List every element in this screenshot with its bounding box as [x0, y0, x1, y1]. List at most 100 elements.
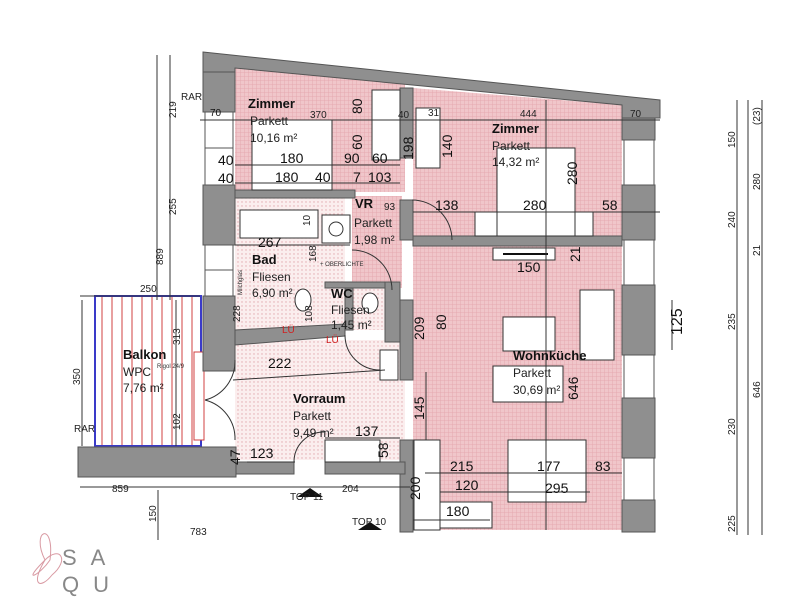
dim: 313 [172, 328, 183, 345]
dim: 60 [372, 150, 388, 166]
wc-floor-type: Fliesen [331, 303, 370, 317]
entrance-arrow-icon [297, 488, 323, 497]
zimmer2-floor-type: Parkett [492, 139, 531, 153]
dim: (23) [752, 107, 763, 125]
wc-name: WC [331, 286, 353, 301]
dim: 200 [407, 476, 423, 500]
vorraum-area: 9,49 m² [293, 426, 334, 440]
dim: 90 [344, 150, 360, 166]
dim: 150 [727, 131, 738, 148]
dim: 137 [355, 423, 379, 439]
dim: 108 [304, 305, 315, 322]
rar-label: RAR [74, 424, 95, 435]
dim: 230 [727, 418, 738, 435]
dim: 280 [564, 161, 580, 185]
dim: 250 [140, 284, 157, 295]
dim: 370 [310, 110, 327, 121]
dim: 255 [168, 198, 179, 215]
dim: 295 [545, 480, 569, 496]
dim: 145 [411, 396, 427, 420]
dim: 21 [567, 246, 583, 262]
dim: 267 [258, 234, 282, 250]
walls [77, 51, 661, 533]
dim: 40 [315, 169, 331, 185]
vr-area: 1,98 m² [354, 233, 395, 247]
dim: 103 [368, 169, 392, 185]
bad-floor-type: Fliesen [252, 270, 291, 284]
dim: 180 [446, 503, 470, 519]
zimmer2-area: 14,32 m² [492, 155, 539, 169]
dim: 783 [190, 527, 207, 538]
dim: 58 [602, 197, 618, 213]
dim: 125 [669, 308, 686, 335]
dim: 444 [520, 109, 537, 120]
dim: 80 [433, 314, 449, 330]
dim: 235 [727, 313, 738, 330]
dim: 889 [155, 248, 166, 265]
dim: 150 [148, 505, 159, 522]
dim: 93 [384, 202, 396, 213]
rigol-drain [193, 351, 205, 441]
dim: 60 [349, 134, 365, 150]
dim: 47 [227, 449, 243, 465]
dim: 180 [280, 150, 304, 166]
oberlichte-label: + OBERLICHTE [320, 262, 364, 268]
windows [204, 111, 655, 501]
dimension-labels: 70 370 80 60 40 40 180 180 40 90 60 7 10… [72, 98, 763, 538]
dim: 228 [232, 305, 243, 322]
dim: 204 [342, 484, 359, 495]
dim: 21 [752, 244, 763, 256]
dim: 31 [428, 108, 440, 119]
milchglas-label: Milchglas [238, 270, 244, 295]
dim: 646 [565, 376, 581, 400]
dim: 140 [439, 134, 455, 158]
lu-label: LÜ [282, 324, 295, 336]
bad-name: Bad [252, 252, 277, 267]
dim: 10 [302, 214, 313, 226]
annotations: RAR RAR TOP 11 TOP 10 LÜ LÜ + OBERLICHTE… [74, 92, 387, 530]
wc-area: 1,45 m² [331, 318, 372, 332]
dim: 180 [275, 169, 299, 185]
dim: 150 [517, 259, 541, 275]
dim: 280 [752, 173, 763, 190]
vr-floor [352, 196, 402, 288]
dim: 83 [595, 458, 611, 474]
vorraum-floor-type: Parkett [293, 409, 332, 423]
dim: 280 [523, 197, 547, 213]
logo-text: QU [62, 572, 123, 597]
logo-text: SA [62, 545, 119, 570]
entrance-arrow-icon [358, 522, 382, 530]
lu-label: LÜ [326, 334, 339, 346]
balkon-area: 7,76 m² [123, 381, 164, 395]
zimmer2-name: Zimmer [492, 121, 539, 136]
wohnkueche-area: 30,69 m² [513, 383, 560, 397]
dim: 58 [375, 442, 391, 458]
dim: 70 [630, 109, 642, 120]
dim: 138 [435, 197, 459, 213]
top11-label: TOP 11 [290, 492, 324, 503]
wohnkueche-floor-type: Parkett [513, 366, 552, 380]
dim: 40 [218, 170, 234, 186]
zimmer1-area: 10,16 m² [250, 131, 297, 145]
rigol-label: Rigol 24/9 [157, 364, 185, 370]
dim: 70 [210, 108, 222, 119]
bad-area: 6,90 m² [252, 286, 293, 300]
vr-name: VR [355, 196, 374, 211]
dim: 209 [411, 316, 427, 340]
dim: 40 [218, 152, 234, 168]
dim: 225 [727, 515, 738, 532]
vr-floor-type: Parkett [354, 216, 393, 230]
dim: 7 [353, 169, 361, 185]
dim: 177 [537, 458, 561, 474]
dim: 240 [727, 211, 738, 228]
balkon-floor-type: WPC [123, 365, 151, 379]
balkon-name: Balkon [123, 347, 166, 362]
saqu-logo: SA QU [32, 533, 123, 597]
dim: 859 [112, 484, 129, 495]
dim: 350 [72, 368, 83, 385]
dimension-lines [80, 55, 763, 540]
rar-label: RAR [181, 92, 202, 103]
top10-label: TOP 10 [352, 517, 387, 528]
dim: 198 [400, 136, 416, 160]
